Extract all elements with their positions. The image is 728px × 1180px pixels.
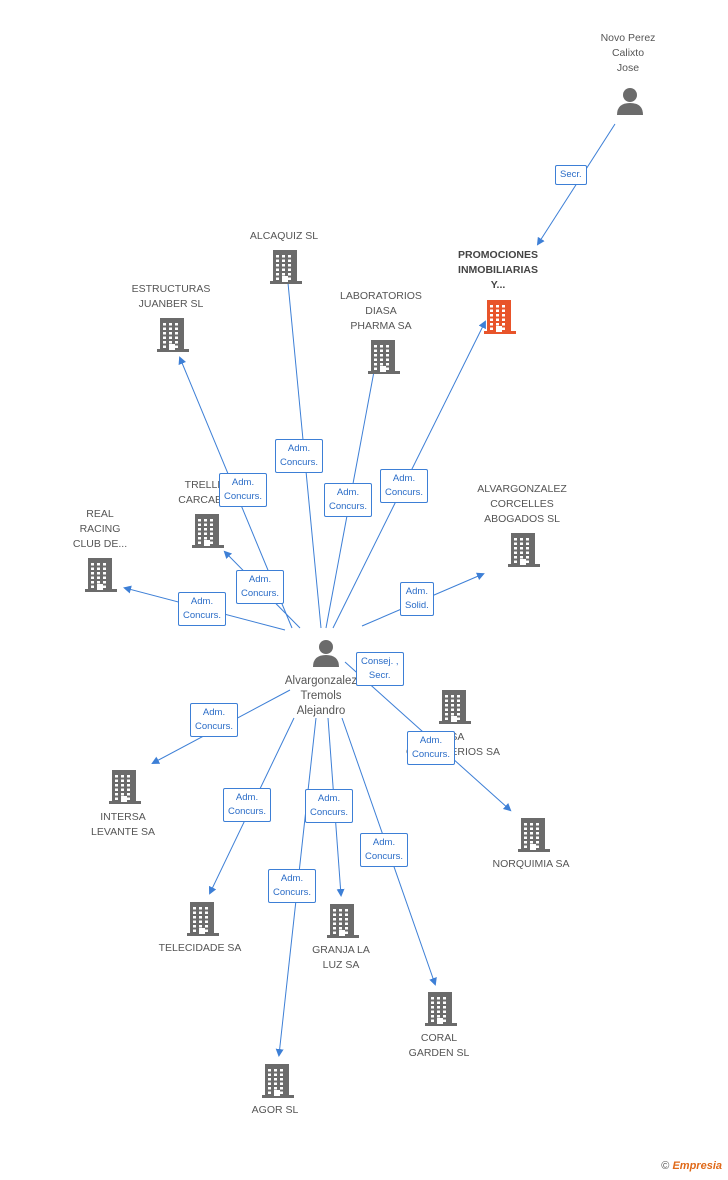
building-icon [262, 1064, 294, 1103]
building-icon [157, 318, 189, 357]
person-icon [313, 640, 339, 667]
role-tag-real[interactable]: Adm. Concurs. [178, 592, 227, 626]
role-tag-telecidade[interactable]: Adm. Concurs. [223, 788, 272, 822]
company-label: GRANJA LA LUZ SA [312, 944, 370, 971]
company-label: CORAL GARDEN SL [408, 1032, 470, 1059]
person-center-label: Alvargonzalez Tremols Alejandro [284, 675, 358, 717]
building-icon [425, 992, 457, 1031]
company-label: ALCAQUIZ SL [249, 230, 319, 242]
role-tag-cementerios[interactable]: Adm. Concurs. [407, 731, 456, 765]
person-icon [617, 88, 643, 115]
person-secretary-label: Novo Perez Calixto Jose [600, 32, 656, 74]
role-tag-coral[interactable]: Adm. Concurs. [360, 833, 409, 867]
role-tag-promociones[interactable]: Adm. Concurs. [380, 469, 429, 503]
building-icon [270, 250, 302, 289]
building-icon [187, 902, 219, 941]
brand-logo: Empresia [672, 1160, 722, 1172]
building-icon [85, 558, 117, 597]
company-label: NORQUIMIA SA [492, 858, 570, 870]
company-label: AGOR SL [251, 1104, 299, 1116]
copyright-symbol: © [661, 1160, 670, 1172]
building-icon [192, 514, 224, 553]
building-icon [508, 533, 540, 572]
company-label: ALVARGONZALEZ CORCELLES ABOGADOS SL [477, 483, 567, 525]
company-label: PROMOCIONES INMOBILIARIAS Y... [458, 249, 538, 291]
role-tag-alcaquiz[interactable]: Adm. Concurs. [275, 439, 324, 473]
role-tag-consej[interactable]: Consej. , Secr. [356, 652, 404, 686]
role-tag-trelles[interactable]: Adm. Concurs. [236, 570, 285, 604]
building-icon [518, 818, 550, 857]
footer-brand: © Empresia [661, 1160, 722, 1172]
building-icon [109, 770, 141, 809]
building-icon [439, 690, 471, 729]
company-label: ESTRUCTURAS JUANBER SL [131, 283, 211, 310]
role-tag-estructuras[interactable]: Adm. Concurs. [219, 473, 268, 507]
role-tag-granja[interactable]: Adm. Concurs. [305, 789, 354, 823]
building-icon [368, 340, 400, 379]
company-label: REAL RACING CLUB DE... [72, 508, 128, 550]
company-label: INTERSA LEVANTE SA [91, 811, 155, 838]
role-tag-agor[interactable]: Adm. Concurs. [268, 869, 317, 903]
building-icon [327, 904, 359, 943]
role-tag-laboratorios[interactable]: Adm. Concurs. [324, 483, 373, 517]
company-label: TELECIDADE SA [158, 942, 242, 954]
role-tag-alvargonzalez[interactable]: Adm. Solid. [400, 582, 434, 616]
company-label: LABORATORIOS DIASA PHARMA SA [340, 290, 422, 332]
role-tag-intersa[interactable]: Adm. Concurs. [190, 703, 239, 737]
building-icon [484, 300, 516, 339]
role-tag-secr[interactable]: Secr. [555, 165, 587, 185]
